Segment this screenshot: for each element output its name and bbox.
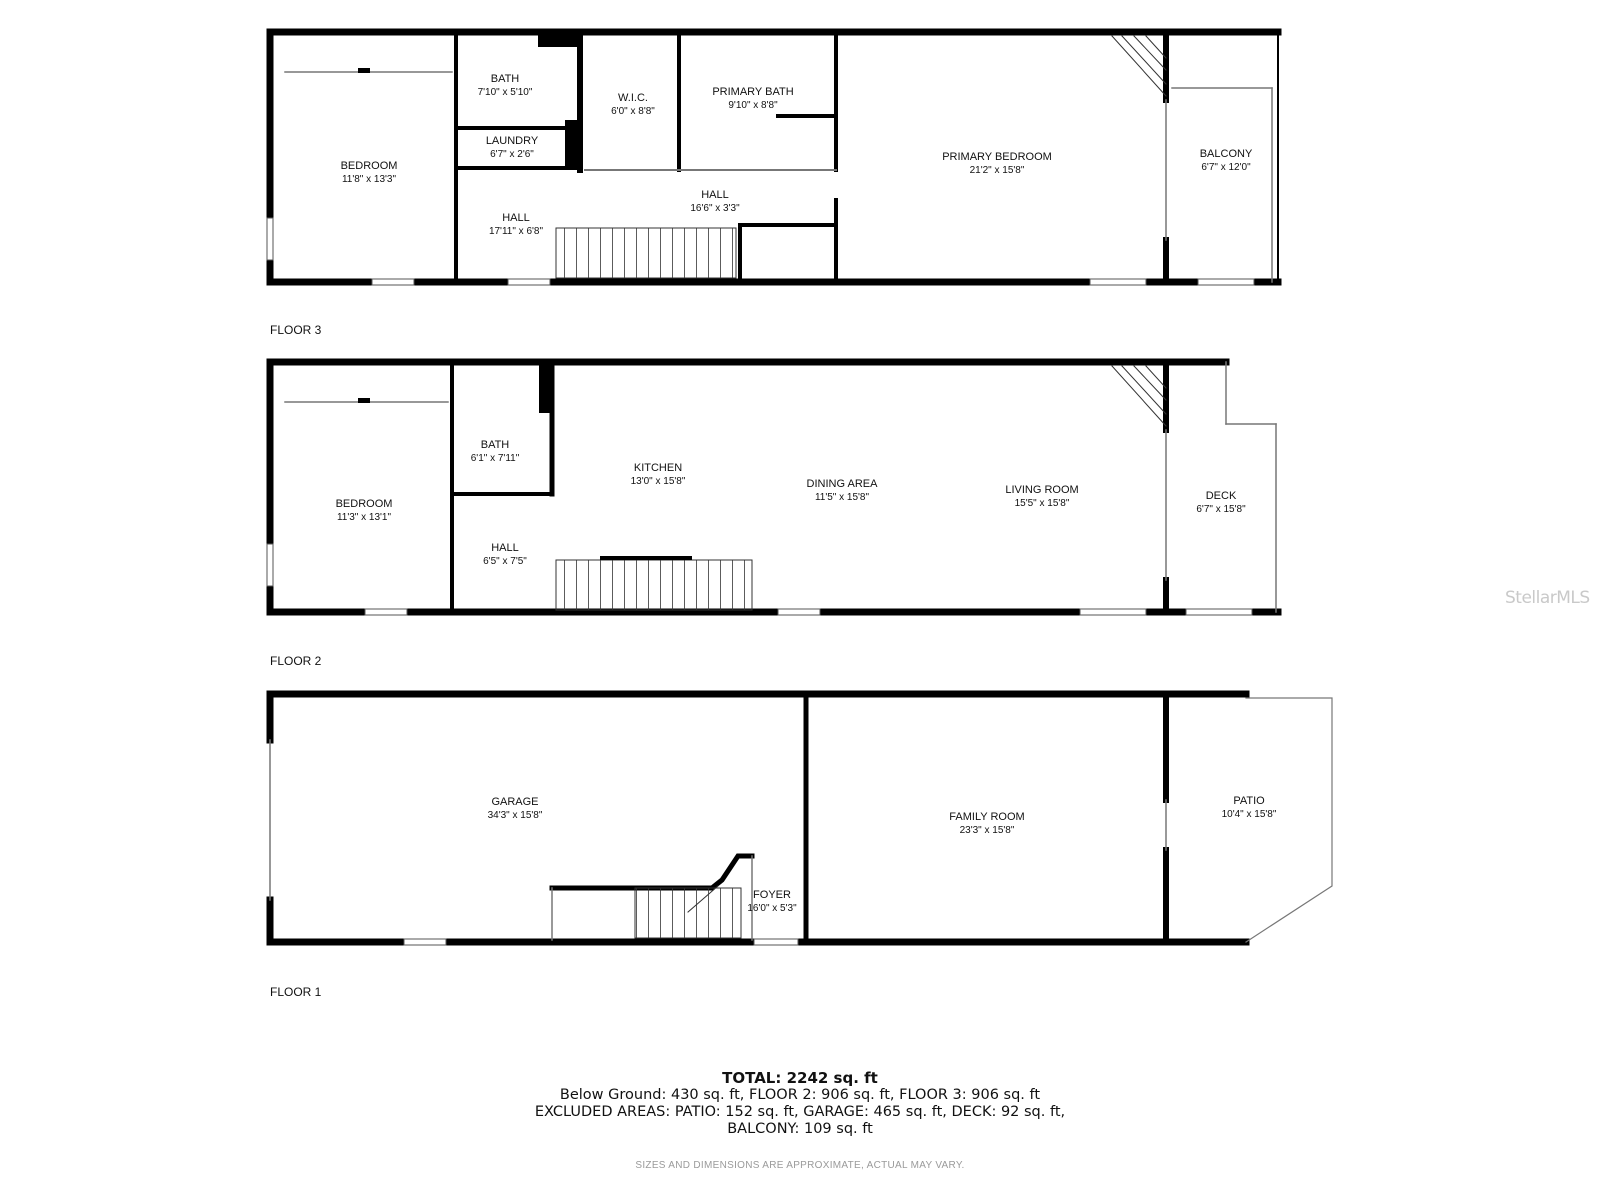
- f3-balcony-name: BALCONY: [1200, 148, 1253, 160]
- floor-areas: Below Ground: 430 sq. ft, FLOOR 2: 906 s…: [559, 1087, 1041, 1103]
- f3-hall-center-name: HALL: [701, 189, 729, 201]
- f2-dining-dim: 11'5" x 15'8": [815, 492, 870, 503]
- f2-bath-name: BATH: [481, 439, 510, 451]
- floor-1-plan: [266, 690, 1333, 946]
- f1-family-dim: 23'3" x 15'8": [960, 825, 1015, 836]
- f3-laundry-dim: 6'7" x 2'6": [490, 149, 534, 160]
- f2-hall-name: HALL: [491, 542, 519, 554]
- f2-bedroom-name: BEDROOM: [336, 498, 393, 510]
- area-summary: TOTAL: 2242 sq. ft Below Ground: 430 sq.…: [0, 1070, 1600, 1138]
- f1-family-name: FAMILY ROOM: [949, 811, 1024, 823]
- f3-laundry-name: LAUNDRY: [486, 135, 539, 147]
- f2-kitchen-dim: 13'0" x 15'8": [631, 476, 686, 487]
- f3-wic-name: W.I.C.: [618, 92, 648, 104]
- f2-deck-name: DECK: [1206, 490, 1237, 502]
- floor-1-labels: GARAGE 34'3" x 15'8" FAMILY ROOM 23'3" x…: [488, 795, 1277, 914]
- f2-living-name: LIVING ROOM: [1005, 484, 1078, 496]
- f3-bedroom-dim: 11'8" x 13'3": [342, 174, 397, 185]
- total-area: TOTAL: 2242 sq. ft: [722, 1069, 878, 1087]
- floor-3-plan: [266, 28, 1282, 286]
- excluded-areas: EXCLUDED AREAS: PATIO: 152 sq. ft, GARAG…: [534, 1104, 1066, 1120]
- f3-wic-dim: 6'0" x 8'8": [611, 106, 655, 117]
- f2-deck-dim: 6'7" x 15'8": [1196, 504, 1246, 515]
- f3-primary-bath-name: PRIMARY BATH: [712, 86, 793, 98]
- f1-foyer-dim: 16'0" x 5'3": [747, 903, 797, 914]
- f1-foyer-name: FOYER: [753, 889, 791, 901]
- f3-bath-dim: 7'10" x 5'10": [478, 87, 533, 98]
- f3-primary-bath-dim: 9'10" x 8'8": [728, 100, 778, 111]
- f1-garage-dim: 34'3" x 15'8": [488, 810, 543, 821]
- f1-patio-dim: 10'4" x 15'8": [1222, 809, 1277, 820]
- f2-living-dim: 15'5" x 15'8": [1015, 498, 1070, 509]
- f2-bedroom-dim: 11'3" x 13'1": [337, 512, 392, 523]
- watermark-logo: StellarMLS: [1505, 588, 1590, 608]
- f1-garage-name: GARAGE: [491, 796, 538, 808]
- floor-2-plan: [266, 358, 1282, 616]
- f3-hall-left-name: HALL: [502, 212, 530, 224]
- f3-hall-center-dim: 16'6" x 3'3": [690, 203, 740, 214]
- f3-balcony-dim: 6'7" x 12'0": [1201, 162, 1251, 173]
- disclaimer: SIZES AND DIMENSIONS ARE APPROXIMATE, AC…: [635, 1160, 965, 1171]
- floor-2-labels: BEDROOM 11'3" x 13'1" BATH 6'1" x 7'11" …: [336, 439, 1247, 567]
- floor-3-labels: BEDROOM 11'8" x 13'3" BATH 7'10" x 5'10"…: [341, 73, 1253, 237]
- f3-bedroom-name: BEDROOM: [341, 160, 398, 172]
- floor-3-label: FLOOR 3: [270, 323, 322, 337]
- floor-2-label: FLOOR 2: [270, 654, 322, 668]
- f3-primary-bedroom-dim: 21'2" x 15'8": [970, 165, 1025, 176]
- f1-patio-name: PATIO: [1233, 795, 1265, 807]
- f3-hall-left-dim: 17'11" x 6'8": [489, 226, 544, 237]
- f2-bath-dim: 6'1" x 7'11": [471, 453, 520, 464]
- f3-primary-bedroom-name: PRIMARY BEDROOM: [942, 151, 1052, 163]
- f3-bath-name: BATH: [491, 73, 520, 85]
- excluded-areas-continued: BALCONY: 109 sq. ft: [727, 1121, 873, 1137]
- f2-kitchen-name: KITCHEN: [634, 462, 682, 474]
- f2-dining-name: DINING AREA: [807, 478, 879, 490]
- f2-hall-dim: 6'5" x 7'5": [483, 556, 527, 567]
- floor-1-label: FLOOR 1: [270, 985, 322, 999]
